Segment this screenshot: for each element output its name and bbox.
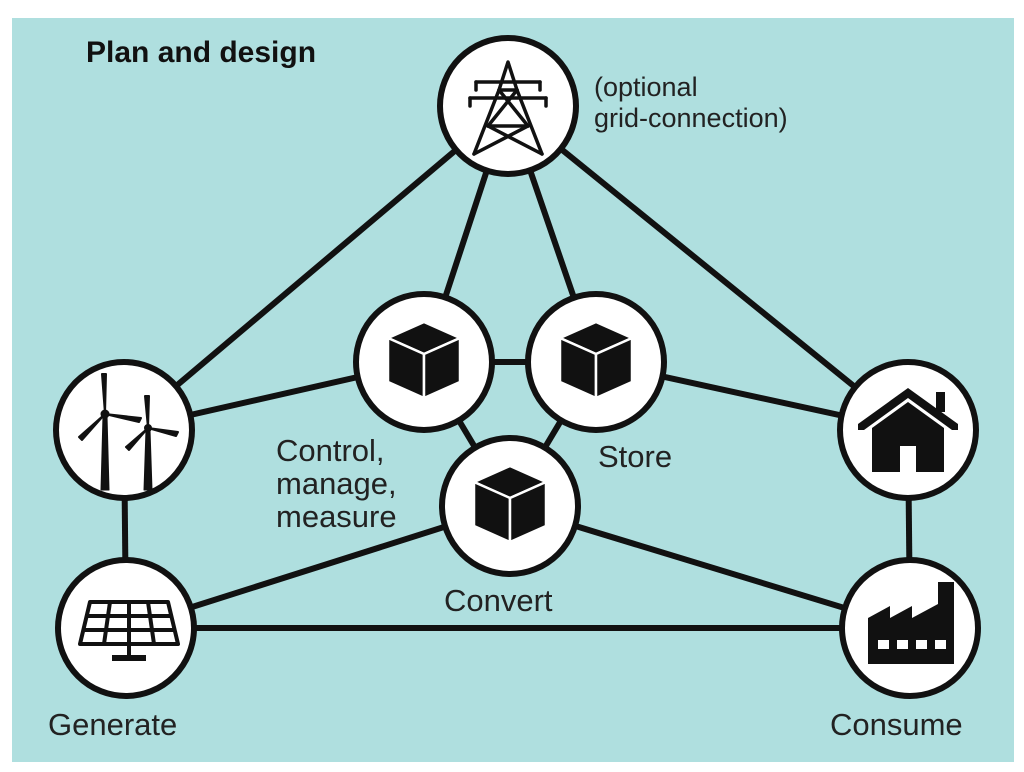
node-house <box>837 359 979 501</box>
transmission-tower-icon <box>468 60 548 156</box>
convert-label: Convert <box>444 583 553 618</box>
factory-icon <box>868 582 954 664</box>
node-convert <box>439 435 581 577</box>
solar-panel-icon <box>78 600 180 661</box>
house-icon <box>858 388 958 472</box>
generate-label: Generate <box>48 707 178 742</box>
cube-icon <box>558 320 634 400</box>
node-solar <box>55 557 197 699</box>
cube-icon <box>386 320 462 400</box>
edge-grid-house <box>506 103 910 433</box>
node-store <box>525 291 667 433</box>
store-label: Store <box>598 439 673 474</box>
node-factory <box>839 557 981 699</box>
node-grid <box>437 35 579 177</box>
node-wind <box>53 359 195 501</box>
wind-turbine-icon <box>78 373 179 491</box>
node-control <box>353 291 495 433</box>
control-label: Control, manage, measure <box>276 433 397 534</box>
grid-connection-note: (optional grid-connection) <box>594 72 788 133</box>
edge-grid-wind <box>122 103 510 433</box>
diagram-title: Plan and design <box>86 36 317 69</box>
consume-label: Consume <box>830 707 963 742</box>
cube-icon <box>472 464 548 544</box>
